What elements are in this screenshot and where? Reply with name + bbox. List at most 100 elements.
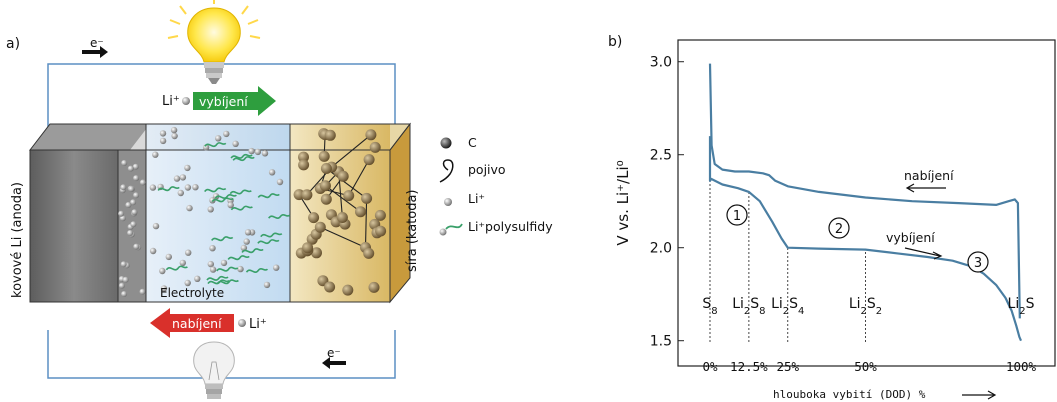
carbon-particle <box>343 190 355 202</box>
li-ion-particle <box>118 210 125 217</box>
polysulfide-chain <box>165 265 188 271</box>
li-ion-particle <box>220 259 228 267</box>
li-ion-particle <box>268 169 276 176</box>
li-ion-particle <box>232 140 239 147</box>
polysulfide-chain <box>230 205 253 211</box>
li-ion-label-bottom: Li⁺ <box>249 317 267 332</box>
electron-flow-top: e⁻ <box>82 36 108 58</box>
li-ion-particle <box>159 130 167 137</box>
region3-marker <box>967 251 989 273</box>
li-ion-particle <box>133 243 140 250</box>
carbon-particle <box>324 281 336 293</box>
li-ion-particle <box>179 259 186 267</box>
binder-strand <box>348 159 370 196</box>
li-ion-particle <box>130 221 137 228</box>
li-ion-particle <box>152 151 159 158</box>
li-ion-particle <box>184 184 192 191</box>
li-ion-icon <box>444 198 452 206</box>
discharge-arrow: Li⁺ vybíjení <box>162 86 276 116</box>
carbon-particle <box>374 209 386 221</box>
li-ion-particle <box>276 178 284 186</box>
li-ion-particle <box>120 184 127 191</box>
polysulfide-chain <box>211 197 234 203</box>
species-label: Li2S4 <box>771 296 804 317</box>
li-ion-particle <box>149 247 157 255</box>
charge-arrow: nabíjení Li⁺ <box>150 308 267 338</box>
electrolyte-region <box>146 124 296 302</box>
li-ion-particle <box>139 288 146 295</box>
li-ion-particle <box>121 160 128 166</box>
legend-label-li: Li⁺ <box>468 191 485 206</box>
li-ion-particle <box>173 175 181 182</box>
carbon-particle <box>361 192 373 204</box>
li-ion-particle <box>130 199 137 206</box>
li-ion-particle <box>165 253 172 261</box>
li-ion-particle <box>209 266 217 273</box>
li-ion-particle <box>184 164 191 172</box>
polysulfide-chain <box>227 255 250 261</box>
li-ion-particle <box>237 265 244 273</box>
li-ion-particle <box>127 230 134 236</box>
polysulfide-chain <box>257 193 280 199</box>
li-ion-particle <box>244 229 252 236</box>
carbon-particle <box>311 247 322 259</box>
y-tick-label: 1.5 <box>650 334 672 350</box>
polysulfide-chain <box>207 279 230 285</box>
carbon-particle <box>375 225 387 237</box>
li-ion-particle <box>132 163 139 170</box>
carbon-particle <box>365 129 377 141</box>
legend-label-polysulfide: Li⁺polysulfidy <box>468 219 553 234</box>
carbon-particle <box>298 151 309 163</box>
polysulfide-chain <box>211 236 234 242</box>
li-ion-particle <box>159 137 167 145</box>
region1-label: 1 <box>733 209 741 224</box>
li-ion-label-top: Li⁺ <box>162 94 180 109</box>
binder-strand <box>364 198 368 248</box>
li-ion-particle <box>118 282 125 289</box>
carbon-particle <box>298 159 310 171</box>
y-axis-label: V vs. Li⁺/Li⁰ <box>614 160 632 245</box>
region2-marker <box>828 217 850 239</box>
y-tick-label: 2.5 <box>650 148 672 164</box>
li-ion-particle <box>149 184 157 191</box>
binder-strand <box>320 226 366 249</box>
polysulfide-chain <box>204 187 227 193</box>
polysulfide-chain <box>232 156 255 162</box>
carbon-particle <box>342 284 354 296</box>
li-ion-particle <box>240 244 248 252</box>
li-ion-particle <box>171 132 178 140</box>
li-ion-particle <box>254 148 262 156</box>
li-ion-particle <box>186 204 193 212</box>
carbon-particle <box>369 141 381 153</box>
binder-strand <box>325 185 361 213</box>
y-tick-label: 2.0 <box>650 241 672 257</box>
charge-annotation: nabíjení <box>904 168 954 183</box>
legend-label-carbon: C <box>468 135 477 150</box>
carbon-particle <box>314 221 326 233</box>
x-tick-label: 50% <box>854 359 877 374</box>
polysulfide-chain <box>257 239 280 245</box>
li-ion-particle <box>159 267 166 275</box>
li-ion-particle <box>128 186 135 192</box>
li-ion-particle <box>133 192 140 199</box>
polysulfide-chain <box>245 267 269 273</box>
region1-marker <box>726 204 748 226</box>
carbon-particle <box>293 189 305 201</box>
polysulfide-chain <box>241 248 264 254</box>
li-ion-particle <box>179 174 187 181</box>
x-tick-label: 100% <box>1006 359 1037 374</box>
species-label: Li2S2 <box>849 296 882 317</box>
carbon-particle <box>363 247 375 259</box>
polysulfide-chain <box>260 232 283 238</box>
unlit-bulb-icon <box>193 341 235 399</box>
carbon-particle <box>308 212 320 224</box>
li-ion-particle <box>152 222 160 230</box>
x-tick-label: 25% <box>776 359 799 374</box>
li-ion-particle <box>127 165 134 172</box>
polysulfide-chain <box>268 213 291 219</box>
discharge-direction-arrow-icon <box>904 247 943 260</box>
carbon-particle <box>363 154 375 166</box>
charge-curve <box>708 63 1021 319</box>
